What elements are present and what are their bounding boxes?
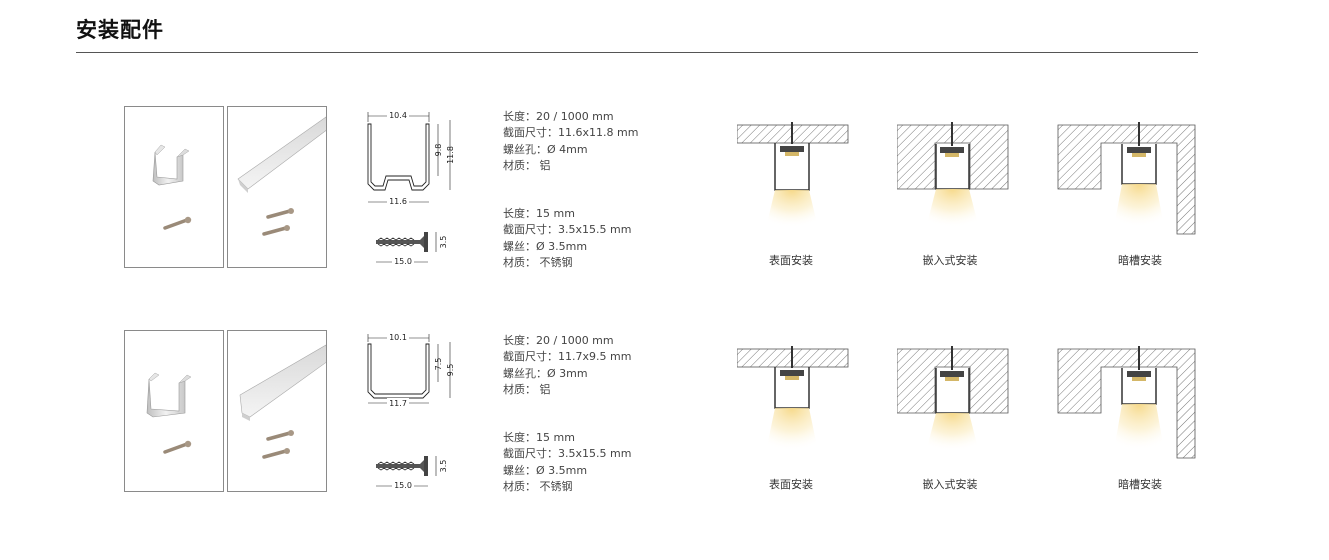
screw-drawing: 3.5 15.0: [376, 232, 448, 266]
spec-screw-hole: 螺丝孔：Ø 3mm: [503, 366, 588, 380]
spec-material: 材质： 不锈钢: [503, 255, 573, 269]
install-label-recessed: 嵌入式安装: [922, 254, 978, 267]
dim-screw-length: 15.0: [394, 481, 412, 490]
dim-width-top: 10.4: [389, 111, 407, 120]
spec-section-size: 截面尺寸：11.6x11.8 mm: [503, 126, 639, 140]
install-label-recessed: 嵌入式安装: [922, 478, 978, 491]
spec-screw: 螺丝：Ø 3.5mm: [503, 239, 588, 253]
spec-length: 长度：20 / 1000 mm: [503, 110, 614, 123]
dim-outer-height: 11.8: [446, 146, 455, 164]
profile-cross-section-drawing: 10.1 11.7 7.5 9.5: [367, 333, 455, 408]
install-label-surface: 表面安装: [769, 254, 813, 267]
cove-install-diagram: [1057, 346, 1196, 459]
title-divider: [76, 52, 1198, 53]
surface-install-diagram: [737, 122, 849, 232]
mounting-clip-image: [146, 372, 192, 454]
install-label-cove: 暗槽安装: [1118, 478, 1162, 491]
screw-image: [163, 216, 192, 230]
screw-specs: 长度：15 mm 截面尺寸：3.5x15.5 mm 螺丝：Ø 3.5mm 材质：…: [503, 430, 631, 495]
surface-install-diagram: [737, 346, 849, 456]
clip-photo: [124, 106, 224, 268]
screw-image: [163, 440, 192, 454]
mounting-clip-image: [152, 144, 192, 230]
spec-screw: 螺丝：Ø 3.5mm: [503, 463, 588, 477]
accessory-row-2: 10.1 11.7 7.5 9.5 3.5 15.0 长度：20 / 1000 …: [0, 330, 1329, 510]
dim-width-bottom: 11.7: [389, 399, 407, 408]
dim-screw-diameter: 3.5: [439, 460, 448, 473]
install-label-cove: 暗槽安装: [1118, 254, 1162, 267]
accessory-row-1: 10.4 11.6 9.8 11.8 3.5 15.0 长度：20 / 1000…: [0, 106, 1329, 286]
screw-image: [262, 208, 294, 236]
dim-inner-height: 7.5: [434, 358, 443, 371]
dim-screw-diameter: 3.5: [439, 236, 448, 249]
profile-cross-section-drawing: 10.4 11.6 9.8 11.8: [367, 111, 455, 206]
dim-width-top: 10.1: [389, 333, 407, 342]
dim-width-bottom: 11.6: [389, 197, 407, 206]
spec-section-size: 截面尺寸：11.7x9.5 mm: [503, 350, 632, 364]
recessed-install-diagram: [897, 122, 1009, 232]
spec-material: 材质： 铝: [503, 382, 551, 396]
recessed-install-diagram: [897, 346, 1009, 456]
profile-specs: 长度：20 / 1000 mm 截面尺寸：11.6x11.8 mm 螺丝孔：Ø …: [503, 109, 638, 174]
profile-photo: [227, 106, 327, 268]
spec-length: 长度：15 mm: [503, 207, 575, 220]
spec-material: 材质： 铝: [503, 158, 551, 172]
page-title: 安装配件: [76, 18, 164, 42]
spec-section-size: 截面尺寸：3.5x15.5 mm: [503, 447, 632, 461]
profile-specs: 长度：20 / 1000 mm 截面尺寸：11.7x9.5 mm 螺丝孔：Ø 3…: [503, 333, 631, 398]
install-label-surface: 表面安装: [769, 478, 813, 491]
spec-screw-hole: 螺丝孔：Ø 4mm: [503, 142, 588, 156]
channel-profile-image: [239, 344, 326, 459]
screw-specs: 长度：15 mm 截面尺寸：3.5x15.5 mm 螺丝：Ø 3.5mm 材质：…: [503, 206, 631, 271]
clip-photo: [124, 330, 224, 492]
screw-image: [262, 430, 294, 459]
spec-length: 长度：20 / 1000 mm: [503, 334, 614, 347]
spec-section-size: 截面尺寸：3.5x15.5 mm: [503, 223, 632, 237]
cove-install-diagram: [1057, 122, 1196, 235]
dim-inner-height: 9.8: [434, 144, 443, 157]
channel-profile-image: [237, 116, 326, 236]
screw-drawing: 3.5 15.0: [376, 456, 448, 490]
profile-photo: [227, 330, 327, 492]
dim-screw-length: 15.0: [394, 257, 412, 266]
spec-length: 长度：15 mm: [503, 431, 575, 444]
spec-material: 材质： 不锈钢: [503, 479, 573, 493]
dim-outer-height: 9.5: [446, 364, 455, 377]
